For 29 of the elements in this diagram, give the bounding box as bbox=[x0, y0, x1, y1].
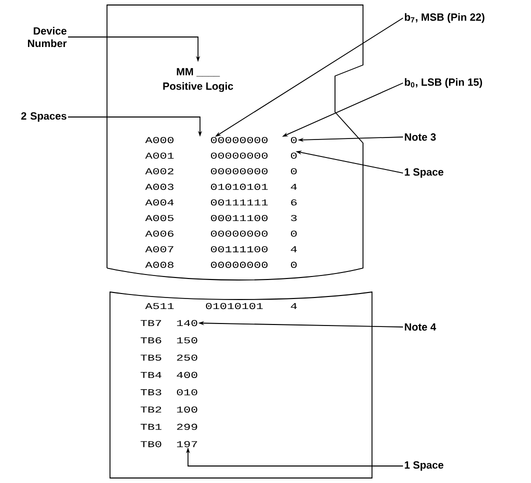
printout-row: A006 00000000 0 bbox=[145, 230, 297, 237]
printout-row: TB5 250 bbox=[140, 354, 198, 361]
printout-row: A007 00111100 4 bbox=[145, 246, 297, 252]
printout-row: TB1 299 bbox=[140, 424, 198, 430]
printout-sheet bbox=[110, 292, 372, 478]
callout-label: b$_{0}$, LSB (Pin 15) bbox=[404, 78, 482, 88]
printout-row: A008 00000000 0 bbox=[145, 262, 297, 268]
callout-label: 1 Space bbox=[404, 168, 444, 178]
printout-row: A000 00000000 0 bbox=[145, 137, 297, 144]
printout-row: TB0 197 bbox=[140, 441, 198, 448]
printout-row: TB2 100 bbox=[140, 406, 198, 413]
printout-row: A005 00011100 3 bbox=[145, 215, 297, 222]
printout-row: A002 00000000 0 bbox=[145, 168, 297, 174]
callout-label: Note 3 bbox=[404, 133, 436, 141]
callout-label: Note 4 bbox=[404, 323, 436, 331]
printout-row: A004 00111111 6 bbox=[145, 199, 297, 206]
logic-label: Positive Logic bbox=[163, 82, 234, 92]
printout-row: TB4 400 bbox=[140, 372, 198, 378]
printout-row: TB6 150 bbox=[140, 337, 198, 344]
printout-row: A003 01010101 4 bbox=[145, 184, 297, 190]
printout-row: TB7 140 bbox=[140, 320, 198, 326]
callout-label: 2 Spaces bbox=[21, 112, 66, 122]
callout-label: b$_{7}$, MSB (Pin 22) bbox=[404, 13, 484, 23]
callout-label: 1 Space bbox=[404, 461, 444, 471]
callout-label: Device Number bbox=[28, 26, 67, 48]
printout-row: TB3 010 bbox=[140, 389, 198, 396]
printout-row: A511 01010101 4 bbox=[145, 303, 297, 310]
device-number: MM ____ bbox=[176, 68, 220, 77]
printout-row: A001 00000000 0 bbox=[145, 152, 297, 159]
